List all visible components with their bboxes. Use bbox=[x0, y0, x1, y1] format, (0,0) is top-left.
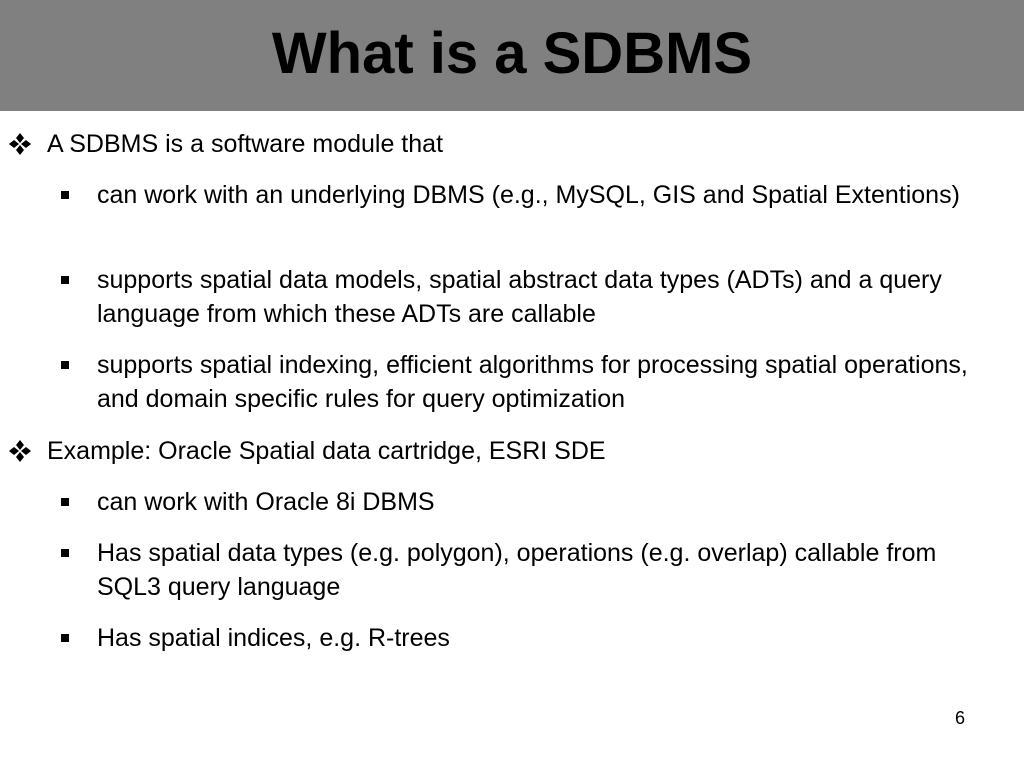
square-bullet-icon bbox=[61, 361, 69, 369]
sub-bullet-item-1-1: can work with an underlying DBMS (e.g., … bbox=[61, 178, 977, 212]
square-bullet-icon bbox=[61, 191, 69, 199]
square-bullet-icon bbox=[61, 634, 69, 642]
bullet-item-2: Example: Oracle Spatial data cartridge, … bbox=[9, 434, 987, 468]
sub-bullet-text: Has spatial data types (e.g. polygon), o… bbox=[97, 539, 937, 601]
sub-bullet-text: Has spatial indices, e.g. R-trees bbox=[97, 624, 450, 652]
bullet-text: A SDBMS is a software module that bbox=[47, 130, 444, 158]
square-bullet-icon bbox=[61, 549, 69, 557]
slide-title: What is a SDBMS bbox=[271, 20, 753, 86]
title-bar: What is a SDBMS bbox=[0, 0, 1024, 111]
sub-bullet-text: can work with Oracle 8i DBMS bbox=[97, 488, 435, 516]
sub-bullet-text: supports spatial indexing, efficient alg… bbox=[97, 351, 968, 413]
sub-bullet-item-2-1: can work with Oracle 8i DBMS bbox=[61, 485, 977, 519]
square-bullet-icon bbox=[61, 276, 69, 284]
sub-bullet-item-1-3: supports spatial indexing, efficient alg… bbox=[61, 348, 977, 416]
sub-bullet-item-2-2: Has spatial data types (e.g. polygon), o… bbox=[61, 536, 977, 604]
sub-bullet-text: can work with an underlying DBMS (e.g., … bbox=[97, 181, 960, 209]
sub-bullet-item-1-2: supports spatial data models, spatial ab… bbox=[61, 263, 977, 331]
diamond-bullet-icon bbox=[9, 133, 31, 155]
diamond-bullet-icon bbox=[9, 440, 31, 462]
bullet-item-1: A SDBMS is a software module that bbox=[9, 127, 987, 161]
square-bullet-icon bbox=[61, 498, 69, 506]
sub-bullet-text: supports spatial data models, spatial ab… bbox=[97, 266, 942, 328]
slide-number: 6 bbox=[954, 708, 965, 728]
sub-bullet-item-2-3: Has spatial indices, e.g. R-trees bbox=[61, 621, 977, 655]
bullet-text: Example: Oracle Spatial data cartridge, … bbox=[47, 437, 606, 465]
